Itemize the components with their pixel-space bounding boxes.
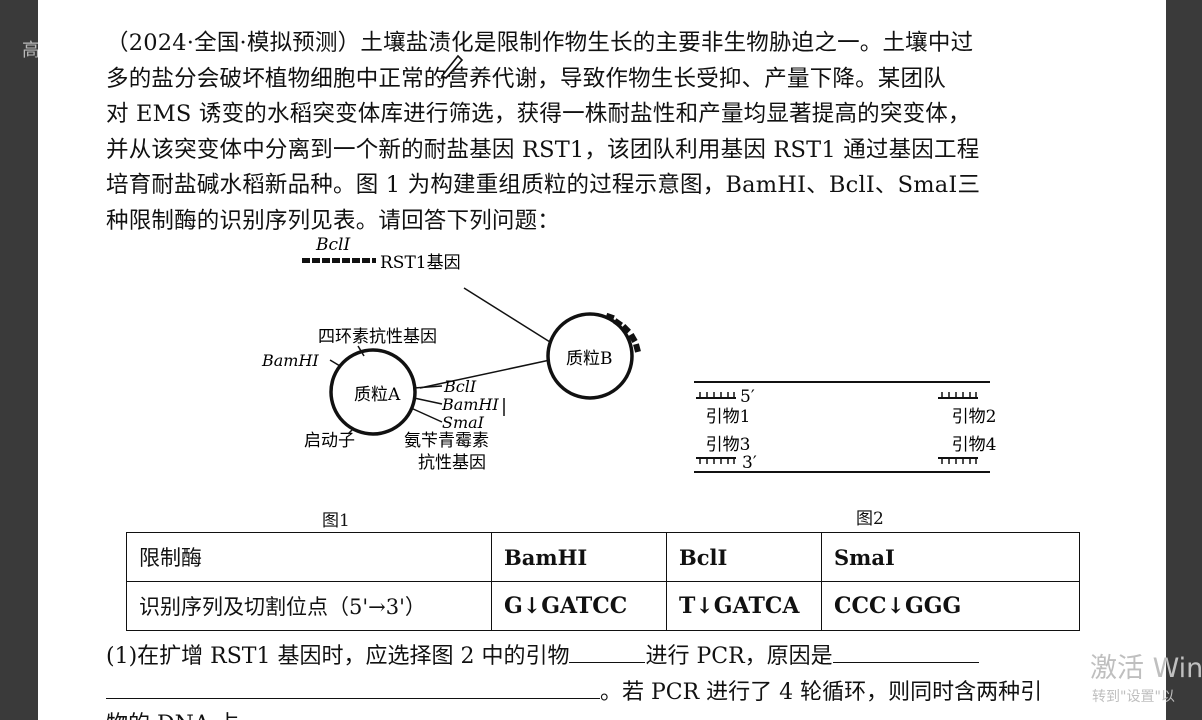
stem-line-5: 培育耐盐碱水稻新品种。图 1 为构建重组质粒的过程示意图，BamHI、BclI、… xyxy=(106,172,981,198)
figure2-caption: 图2 xyxy=(856,509,884,529)
amp-gene-label-1: 氨苄青霉素 xyxy=(404,431,489,451)
stem-line-1: （2024·全国·模拟预测）土壤盐渍化是限制作物生长的主要非生物胁迫之一。土壤中… xyxy=(106,30,974,56)
q1-part-d: 物的 DNA 占 xyxy=(106,712,239,720)
table-cell: 识别序列及切割位点（5'→3'） xyxy=(126,581,492,631)
table-header-cell: SmaI xyxy=(821,532,1080,582)
table-header-cell: BclI xyxy=(666,532,822,582)
table-row: 识别序列及切割位点（5'→3'） G↓GATCC T↓GATCA CCC↓GGG xyxy=(126,581,1080,631)
table-cell: G↓GATCC xyxy=(491,581,667,631)
windows-activation-title: 激活 Win xyxy=(1090,653,1202,684)
end-5-label: 5′ xyxy=(740,387,755,407)
answer-blank-reason-cont[interactable] xyxy=(106,678,600,699)
bamhi-left-label: BamHⅠ xyxy=(261,351,319,370)
amp-gene-label-2: 抗性基因 xyxy=(418,453,486,472)
stem-line-2: 多的盐分会破坏植物细胞中正常的营养代谢，导致作物生长受抑、产量下降。某团队 xyxy=(106,65,946,92)
primer1-label: 引物1 xyxy=(706,407,751,427)
right-margin xyxy=(1166,0,1202,720)
q1-part-c: 。若 PCR 进行了 4 轮循环，则同时含两种引 xyxy=(600,680,1043,705)
stem-line-3: 对 EMS 诱变的水稻突变体库进行筛选，获得一株耐盐性和产量均显著提高的突变体， xyxy=(106,101,971,127)
figure1-caption: 图1 xyxy=(322,511,350,531)
q1-part-a: (1)在扩增 RST1 基因时，应选择图 2 中的引物 xyxy=(106,644,570,669)
smai-right-label: SmaⅠ xyxy=(442,413,485,432)
plasmid-a-label: 质粒A xyxy=(354,385,401,405)
question-1-line-1: (1)在扩增 RST1 基因时，应选择图 2 中的引物 进行 PCR，原因是 xyxy=(106,638,979,670)
answer-blank-primer[interactable] xyxy=(569,642,646,663)
q1-part-b: 进行 PCR，原因是 xyxy=(645,644,833,669)
plasmid-a-circle xyxy=(329,348,417,436)
plasmid-b-label: 质粒B xyxy=(566,349,613,369)
enzyme-table: 限制酶 BamHI BclI SmaI 识别序列及切割位点（5'→3'） G↓G… xyxy=(126,532,1080,631)
answer-blank-reason[interactable] xyxy=(832,642,979,663)
table-header-row: 限制酶 BamHI BclI SmaI xyxy=(126,532,1080,582)
promoter-label: 启动子 xyxy=(304,431,355,451)
watermark-text: 高 xyxy=(22,40,40,61)
table-cell: CCC↓GGG xyxy=(821,581,1080,631)
question-1-line-2: 。若 PCR 进行了 4 轮循环，则同时含两种引 xyxy=(106,674,1042,706)
primer3-label: 引物3 xyxy=(706,435,751,455)
table-header-cell: BamHI xyxy=(491,532,667,582)
stem-line-6: 种限制酶的识别序列见表。请回答下列问题： xyxy=(106,207,561,234)
question-stem: （2024·全国·模拟预测）土壤盐渍化是限制作物生长的主要非生物胁迫之一。土壤中… xyxy=(106,26,1116,239)
plasmid-b-circle xyxy=(546,312,634,400)
document-page: （2024·全国·模拟预测）土壤盐渍化是限制作物生长的主要非生物胁迫之一。土壤中… xyxy=(38,0,1166,720)
rst1-gene-label: RST1基因 xyxy=(380,253,461,273)
table-header-cell: 限制酶 xyxy=(126,532,492,582)
end-3-label: 3′ xyxy=(742,453,757,473)
bcli-right-label: BclⅠ xyxy=(443,377,477,396)
gene-enzyme-label: BclⅠ xyxy=(315,235,350,255)
figure2-diagram: 5′ 引物1 引物2 引物3 引物4 3′ xyxy=(694,381,996,473)
stem-line-4: 并从该突变体中分离到一个新的耐盐基因 RST1，该团队利用基因 RST1 通过基… xyxy=(106,136,980,163)
figure1-diagram: BclⅠ RST1基因 质粒A 四环素抗性基因 BamHⅠ BclⅠ BamHⅠ… xyxy=(261,235,641,472)
left-margin xyxy=(0,0,38,720)
windows-activation-sub: 转到"设置"以 xyxy=(1092,689,1175,705)
primer4-label: 引物4 xyxy=(952,435,996,455)
question-1-line-3: 物的 DNA 占 xyxy=(106,706,239,720)
primer2-label: 引物2 xyxy=(952,407,996,427)
pen-cursor-icon xyxy=(440,54,464,79)
table-cell: T↓GATCA xyxy=(666,581,822,631)
bamhi-right-label: BamHⅠ xyxy=(441,395,499,414)
tet-resistance-label: 四环素抗性基因 xyxy=(318,327,437,347)
